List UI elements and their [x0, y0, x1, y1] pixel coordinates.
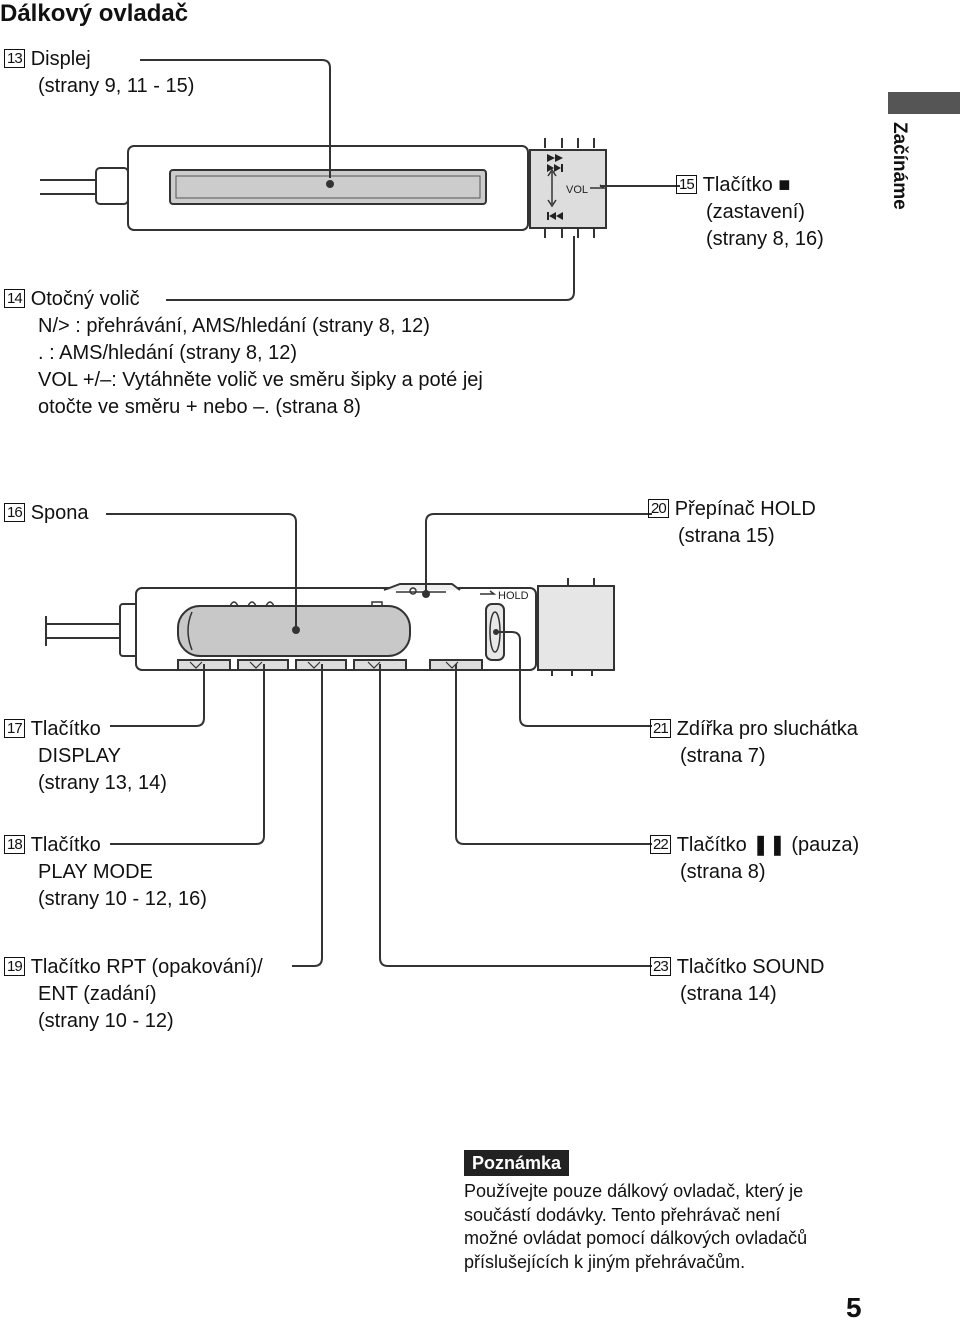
callout-19 [292, 664, 323, 967]
callout-16 [106, 513, 297, 630]
cable-top [40, 179, 96, 195]
page-title: Dálkový ovladač [0, 0, 189, 27]
callout-21 [496, 631, 652, 727]
callout-18 [110, 664, 265, 845]
jog-dial-side [537, 585, 615, 671]
callout-17 [110, 664, 205, 727]
cable-side [45, 616, 120, 646]
note-body: Používejte pouze dálkový ovladač, který … [464, 1181, 808, 1272]
jog-dial-top [529, 149, 607, 229]
hold-switch [383, 583, 461, 591]
note-heading: Poznámka [464, 1150, 570, 1176]
callout-14 [166, 236, 575, 301]
callout-23 [379, 664, 652, 967]
cable-bushing-top [95, 167, 129, 205]
callout-22 [455, 664, 652, 845]
callout-20 [425, 513, 652, 594]
hold-text: HOLD [498, 590, 529, 602]
page-number: 5 [846, 1292, 862, 1323]
vol-text: VOL [566, 184, 588, 196]
callout-13 [140, 59, 331, 178]
section-tab-bar [888, 92, 960, 114]
